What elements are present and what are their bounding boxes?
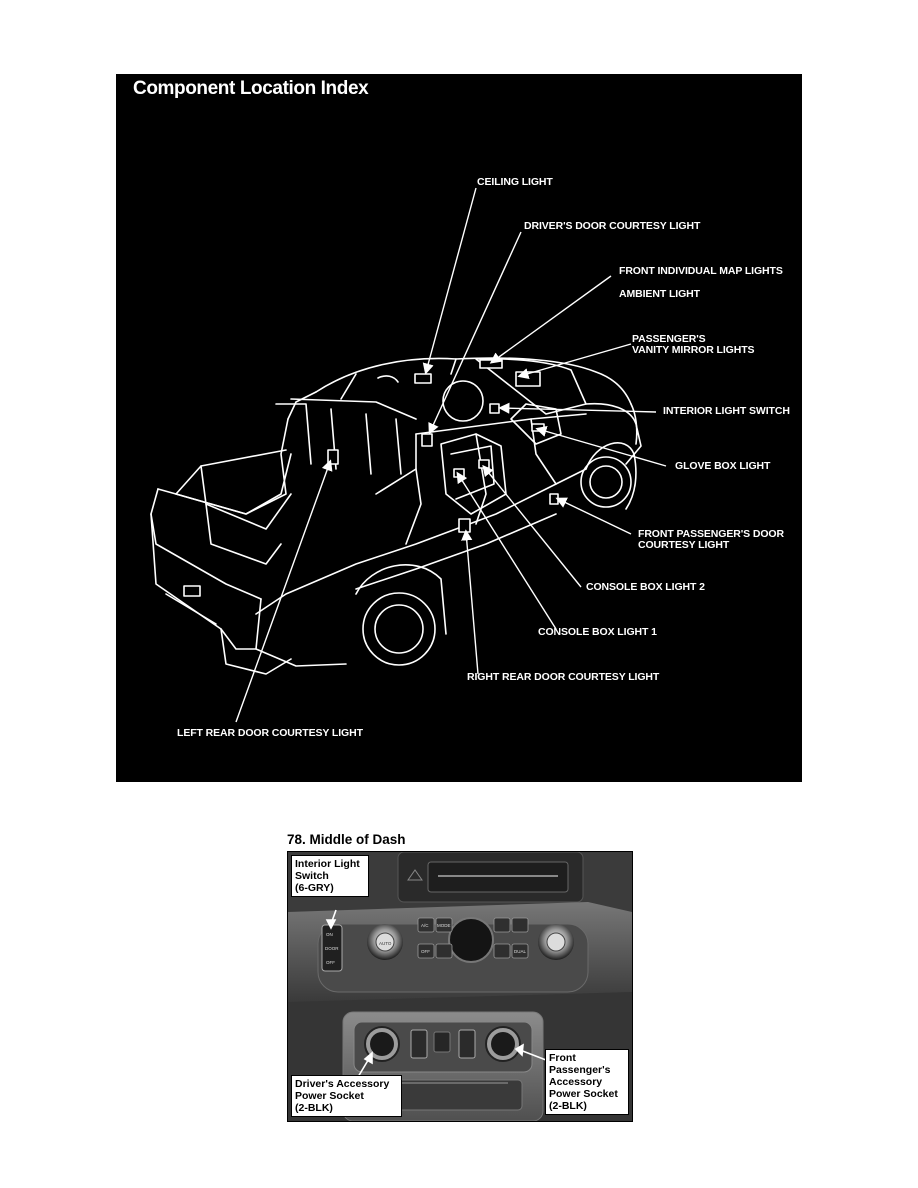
label-drivers-door-courtesy-light: DRIVER'S DOOR COURTESY LIGHT bbox=[524, 220, 701, 232]
diagram-title: Component Location Index bbox=[133, 78, 369, 99]
label-front-passenger-door-line2: COURTESY LIGHT bbox=[638, 539, 730, 551]
label-left-rear-door-courtesy-light: LEFT REAR DOOR COURTESY LIGHT bbox=[177, 727, 363, 739]
label-interior-light-switch: INTERIOR LIGHT SWITCH bbox=[663, 405, 790, 417]
label-console-box-light-1: CONSOLE BOX LIGHT 1 bbox=[538, 626, 657, 638]
callout-driver-line3: (2-BLK) bbox=[295, 1102, 333, 1114]
switch-on-text: ON bbox=[326, 932, 333, 937]
ac-text: A/C bbox=[421, 923, 429, 928]
callout-passenger-line3: Accessory bbox=[549, 1076, 603, 1088]
dual-text: DUAL bbox=[514, 949, 527, 954]
callout-passenger-line4: Power Socket bbox=[549, 1088, 618, 1100]
dash-photo: ON DOOR OFF AUTO A/C MODE OFF DUAL Inter… bbox=[287, 851, 633, 1122]
callout-driver-line2: Power Socket bbox=[295, 1090, 364, 1102]
callout-driver-line1: Driver's Accessory bbox=[295, 1078, 390, 1090]
component-location-diagram: Component Location Index bbox=[116, 74, 802, 782]
auto-text: AUTO bbox=[379, 941, 392, 946]
switch-door-text: DOOR bbox=[325, 946, 339, 951]
off-text: OFF bbox=[421, 949, 430, 954]
callout-interior-light-switch: Interior Light Switch (6-GRY) bbox=[291, 855, 369, 897]
label-passengers-vanity-line1: PASSENGER'S bbox=[632, 333, 706, 345]
label-front-individual-map-lights: FRONT INDIVIDUAL MAP LIGHTS bbox=[619, 265, 783, 277]
label-ambient-light: AMBIENT LIGHT bbox=[619, 288, 700, 300]
mode-text: MODE bbox=[437, 923, 451, 928]
photo-caption: 78. Middle of Dash bbox=[287, 832, 406, 847]
callout-interior-line2: Switch bbox=[295, 870, 329, 882]
callout-interior-line3: (6-GRY) bbox=[295, 882, 334, 894]
callout-passenger-line2: Passenger's bbox=[549, 1064, 611, 1076]
label-glove-box-light: GLOVE BOX LIGHT bbox=[675, 460, 771, 472]
callout-passenger-line1: Front bbox=[549, 1052, 576, 1064]
callout-front-passenger-accessory-power-socket: Front Passenger's Accessory Power Socket… bbox=[545, 1049, 629, 1115]
switch-off-text: OFF bbox=[326, 960, 335, 965]
callout-interior-line1: Interior Light bbox=[295, 858, 360, 870]
vehicle-line-drawing bbox=[150, 187, 667, 723]
label-ceiling-light: CEILING LIGHT bbox=[477, 176, 553, 188]
label-passengers-vanity-line2: VANITY MIRROR LIGHTS bbox=[632, 344, 755, 356]
label-console-box-light-2: CONSOLE BOX LIGHT 2 bbox=[586, 581, 705, 593]
label-right-rear-door-courtesy-light: RIGHT REAR DOOR COURTESY LIGHT bbox=[467, 671, 660, 683]
label-front-passenger-door-line1: FRONT PASSENGER'S DOOR bbox=[638, 528, 784, 540]
callout-passenger-line5: (2-BLK) bbox=[549, 1100, 587, 1112]
callout-drivers-accessory-power-socket: Driver's Accessory Power Socket (2-BLK) bbox=[291, 1075, 402, 1117]
